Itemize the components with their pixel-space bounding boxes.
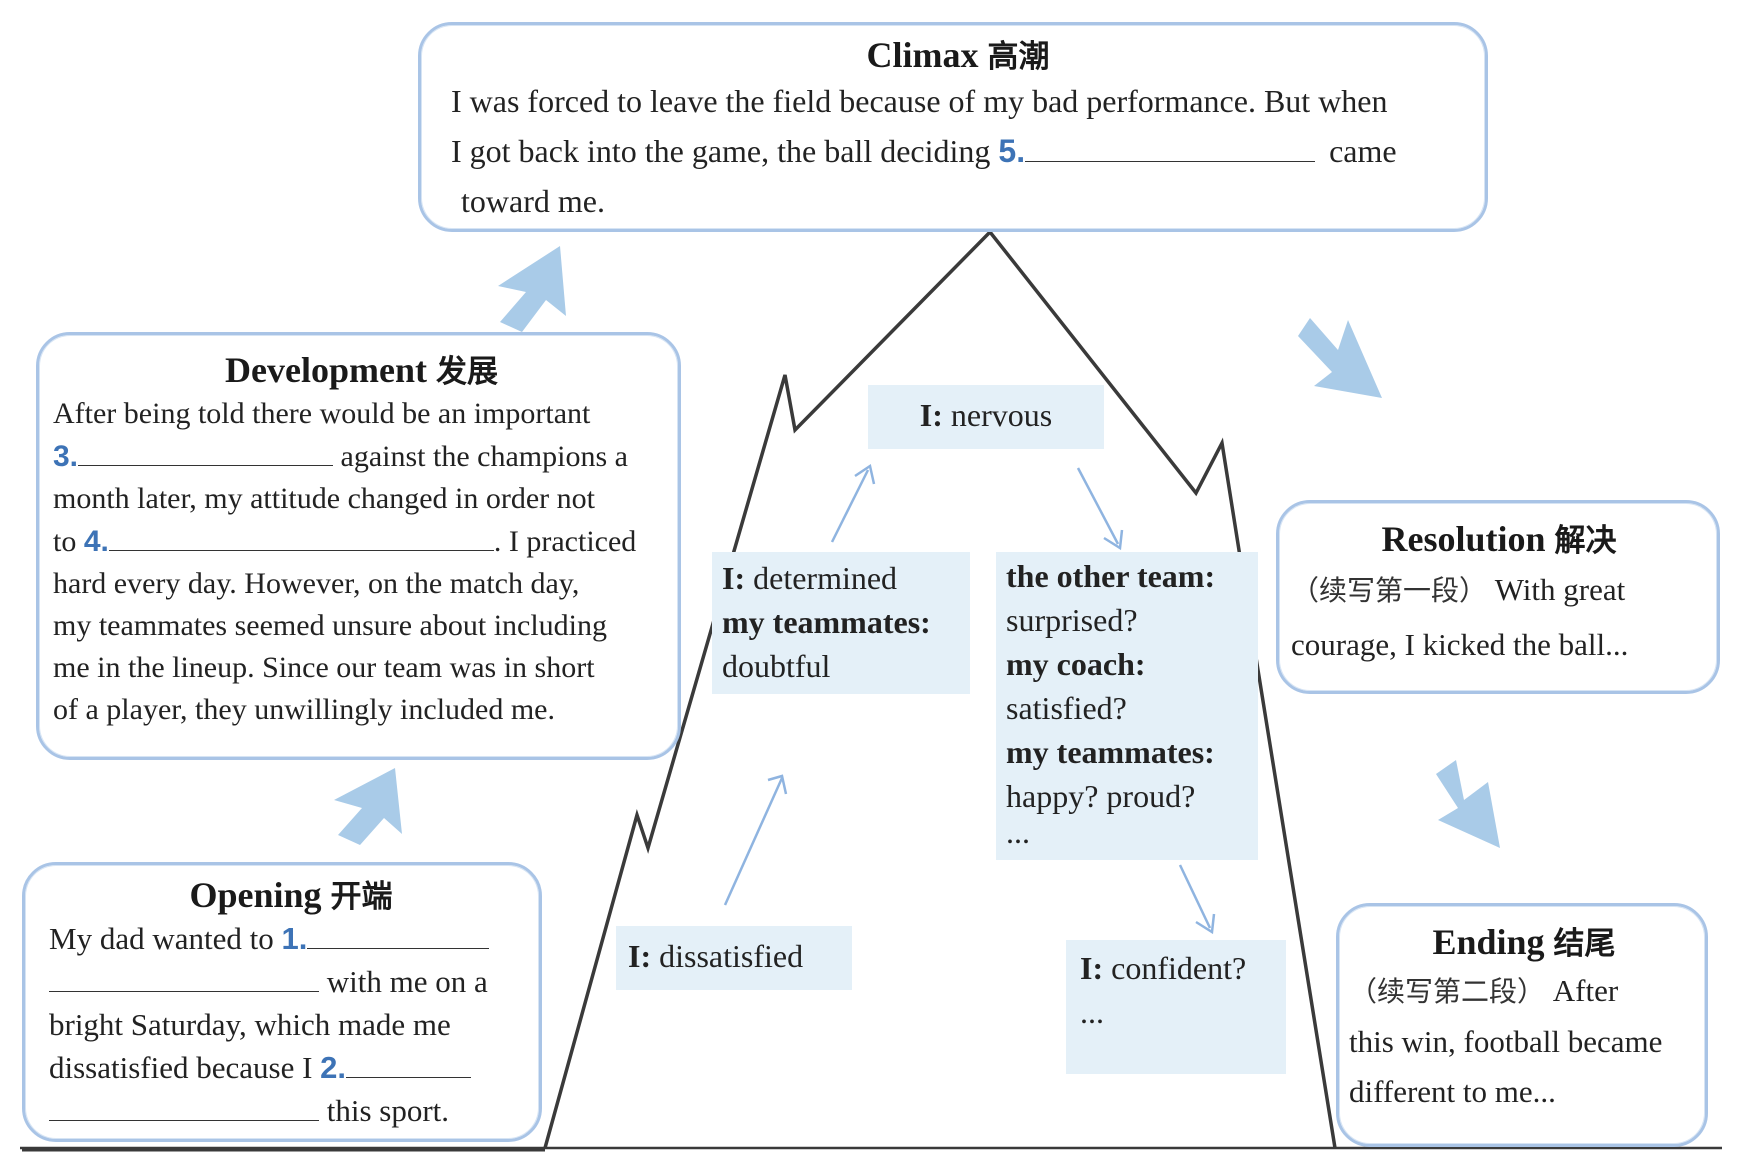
feeling-nervous: I: nervous xyxy=(868,385,1104,449)
feeling-determined: I: determined my teammates: doubtful xyxy=(712,552,970,694)
climax-title: Climax 高潮 xyxy=(451,31,1465,76)
development-title: Development 发展 xyxy=(225,350,498,390)
opening-box: Opening 开端 My dad wanted to 1. with me o… xyxy=(22,862,542,1142)
blank-number-4: 4. xyxy=(83,525,109,558)
development-box: Development 发展 After being told there wo… xyxy=(36,332,681,760)
arrow-resolution-to-ending xyxy=(1436,760,1500,848)
arrow-climax-to-resolution xyxy=(1298,318,1382,398)
opening-text: My dad wanted to 1. with me on a bright … xyxy=(49,917,533,1132)
blank-number-1: 1. xyxy=(281,921,308,956)
blank-4-line[interactable] xyxy=(108,520,494,551)
blank-number-5: 5. xyxy=(998,133,1026,169)
blank-number-3: 3. xyxy=(53,440,79,473)
feeling-confident: I: confident? ... xyxy=(1066,940,1286,1074)
feeling-arrows xyxy=(723,463,1216,935)
blank-5-line[interactable] xyxy=(1025,131,1316,162)
feeling-others: the other team: surprised? my coach: sat… xyxy=(996,552,1258,860)
ending-text: （续写第二段） After this win, football became … xyxy=(1349,973,1663,1109)
resolution-text: （续写第一段） With great courage, I kicked the… xyxy=(1291,572,1629,662)
blank-2-line-b[interactable] xyxy=(49,1090,319,1121)
climax-line-2: I got back into the game, the ball decid… xyxy=(451,131,1397,169)
blank-2-line-a[interactable] xyxy=(346,1047,472,1078)
climax-title-zh: 高潮 xyxy=(987,39,1050,75)
blank-3-line[interactable] xyxy=(78,435,334,466)
climax-line-3: toward me. xyxy=(461,183,605,219)
ending-title: Ending 结尾 xyxy=(1432,922,1616,962)
blank-1-line-b[interactable] xyxy=(49,961,319,992)
resolution-box: Resolution 解决 （续写第一段） With great courage… xyxy=(1276,500,1720,694)
climax-text: I was forced to leave the field because … xyxy=(451,76,1465,226)
arrow-development-to-climax xyxy=(498,246,566,332)
opening-title: Opening 开端 xyxy=(189,875,393,915)
development-text: After being told there would be an impor… xyxy=(53,397,637,726)
ending-box: Ending 结尾 （续写第二段） After this win, footba… xyxy=(1336,903,1708,1147)
climax-box: Climax 高潮 I was forced to leave the fiel… xyxy=(418,22,1488,232)
blank-number-2: 2. xyxy=(320,1050,347,1085)
resolution-title: Resolution 解决 xyxy=(1381,519,1617,559)
feeling-dissatisfied: I: dissatisfied xyxy=(616,926,852,990)
blank-1-line-a[interactable] xyxy=(307,918,490,949)
stage-arrows xyxy=(334,246,1500,848)
arrow-opening-to-development xyxy=(334,768,402,845)
climax-title-en: Climax xyxy=(866,35,979,75)
climax-line-1: I was forced to leave the field because … xyxy=(451,83,1388,119)
